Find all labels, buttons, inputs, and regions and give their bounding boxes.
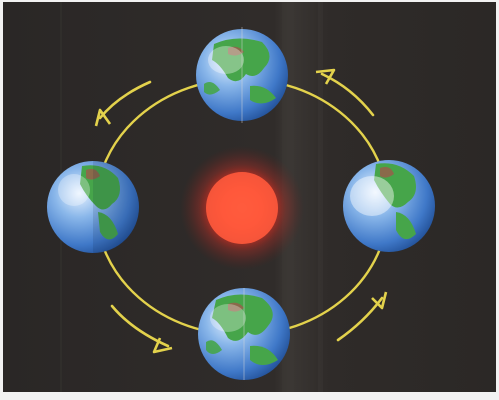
- earth-bottom: [198, 288, 290, 380]
- background-streak: [318, 2, 323, 392]
- earth-left: [47, 161, 139, 253]
- earth-right: [343, 160, 435, 252]
- sun-core: [206, 172, 278, 244]
